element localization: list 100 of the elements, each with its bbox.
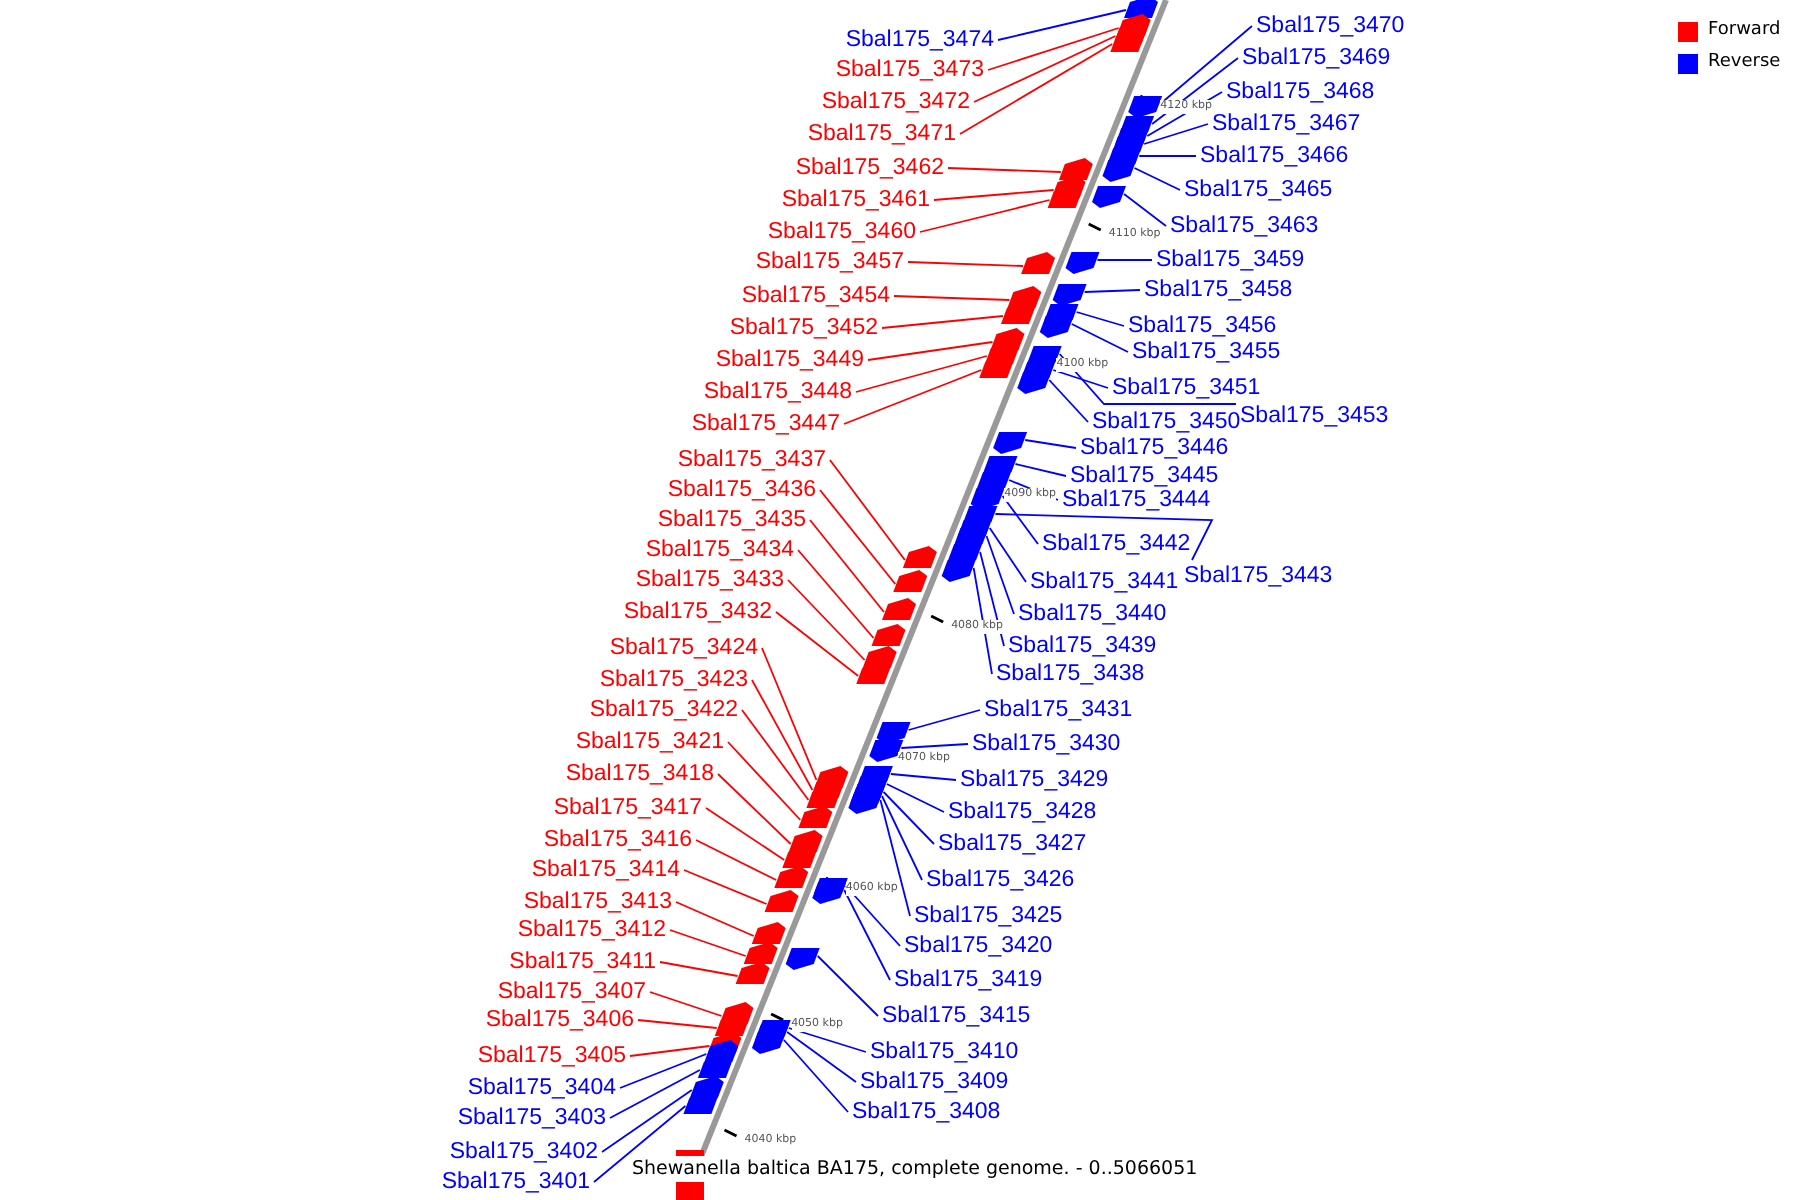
gene-label: Sbal175_3419: [894, 966, 1043, 994]
leader-line: [994, 513, 1214, 561]
leader-line: [1052, 369, 1109, 389]
gene-feature: [1017, 372, 1052, 394]
leader-line: [987, 27, 1120, 71]
leader-line: [1024, 439, 1077, 449]
gene-label: Sbal175_3424: [609, 634, 758, 662]
gene-feature: [1102, 160, 1137, 182]
leader-line: [933, 189, 1055, 201]
gene-feature: [1124, 0, 1158, 18]
leader-line: [997, 9, 1127, 41]
gene-label: Sbal175_3462: [795, 154, 944, 182]
leader-line: [609, 1069, 701, 1119]
gene-label: Sbal175_3432: [623, 598, 772, 626]
gene-label: Sbal175_3420: [904, 932, 1053, 960]
leader-line: [601, 1089, 693, 1153]
gene-feature: [876, 722, 911, 744]
leader-line: [775, 611, 860, 677]
gene-label: Sbal175_3454: [741, 282, 890, 310]
leader-line: [947, 167, 1062, 173]
gene-feature: [743, 942, 778, 964]
gene-feature: [1065, 252, 1100, 274]
gene-label: Sbal175_3435: [657, 506, 806, 534]
gene-feature: [941, 560, 976, 582]
leader-line: [829, 459, 906, 561]
leader-line: [919, 199, 1051, 233]
gene-label: Sbal175_3445: [1070, 462, 1219, 490]
gene-feature: [798, 806, 833, 828]
gene-label: Sbal175_3415: [882, 1002, 1031, 1030]
gene-label: Sbal175_3433: [635, 566, 784, 594]
gene-label: Sbal175_3417: [553, 794, 702, 822]
leader-line: [907, 261, 1024, 267]
leader-line: [649, 991, 723, 1017]
gene-feature: [856, 662, 891, 684]
gene-label: Sbal175_3460: [767, 218, 916, 246]
gene-label: Sbal175_3456: [1128, 312, 1277, 340]
leader-line: [882, 791, 935, 845]
gene-label: Sbal175_3404: [467, 1074, 616, 1102]
leader-line: [761, 647, 818, 781]
leader-line: [637, 1019, 718, 1029]
leader-line: [893, 295, 1011, 301]
leader-line: [819, 489, 897, 585]
leader-line: [727, 741, 802, 821]
genome-title: Shewanella baltica BA175, complete genome. - 0..5066051: [632, 1156, 1198, 1182]
gene-label: Sbal175_3406: [485, 1006, 634, 1034]
leader-line: [751, 679, 814, 791]
gene-label: Sbal175_3426: [926, 866, 1075, 894]
gene-feature: [1000, 302, 1035, 324]
leader-line: [1001, 495, 1039, 545]
gene-label: Sbal175_3471: [807, 120, 956, 148]
gene-feature: [871, 624, 906, 646]
gene-label: Sbal175_3455: [1132, 338, 1281, 366]
leader-line: [797, 549, 875, 639]
gene-feature: [785, 948, 820, 970]
gene-label: Sbal175_3409: [860, 1068, 1009, 1096]
gene-feature: [1039, 316, 1074, 338]
leader-line: [988, 527, 1027, 583]
leader-line: [816, 955, 879, 1017]
gene-label: Sbal175_3428: [948, 798, 1097, 826]
leader-line: [1048, 379, 1089, 423]
leader-line: [783, 1039, 849, 1113]
gene-label: Sbal175_3461: [781, 186, 930, 214]
leader-line: [900, 743, 969, 749]
leader-line: [1075, 311, 1125, 327]
leader-line: [1138, 155, 1197, 157]
gene-feature: [764, 890, 799, 912]
gene-feature: [970, 488, 1005, 510]
leader-line: [843, 889, 891, 981]
leader-line: [959, 43, 1114, 135]
gene-label: Sbal175_3407: [497, 978, 646, 1006]
leader-line: [972, 567, 993, 675]
gene-feature: [1047, 186, 1082, 208]
legend-label: Forward: [1708, 20, 1781, 42]
gene-label: Sbal175_3449: [715, 346, 864, 374]
gene-feature: [735, 962, 770, 984]
gene-label: Sbal175_3410: [870, 1038, 1019, 1066]
gene-label: Sbal175_3443: [1184, 562, 1333, 590]
gene-label: Sbal175_3430: [972, 730, 1121, 758]
gene-label: Sbal175_3465: [1184, 176, 1333, 204]
gene-label: Sbal175_3457: [755, 248, 904, 276]
leader-line: [1143, 123, 1209, 145]
leader-line: [844, 885, 901, 947]
leader-line: [786, 1031, 857, 1083]
gene-label: Sbal175_3418: [565, 760, 714, 788]
gene-label: Sbal175_3431: [984, 696, 1133, 724]
gene-label: Sbal175_3425: [914, 902, 1063, 930]
gene-label: Sbal175_3438: [996, 660, 1145, 688]
gene-feature: [882, 598, 916, 620]
gene-label: Sbal175_3402: [449, 1138, 598, 1166]
legend-label: Reverse: [1708, 52, 1781, 74]
gene-label: Sbal175_3422: [589, 696, 738, 724]
gene-label: Sbal175_3414: [531, 856, 680, 884]
gene-label: Sbal175_3446: [1080, 434, 1229, 462]
gene-label: Sbal175_3442: [1042, 530, 1191, 558]
leader-line: [855, 355, 988, 393]
gene-feature: [1128, 96, 1163, 118]
leader-line: [675, 901, 755, 937]
gene-label: Sbal175_3439: [1008, 632, 1157, 660]
gene-label: Sbal175_3450: [1092, 408, 1241, 436]
gene-label: Sbal175_3437: [677, 446, 826, 474]
